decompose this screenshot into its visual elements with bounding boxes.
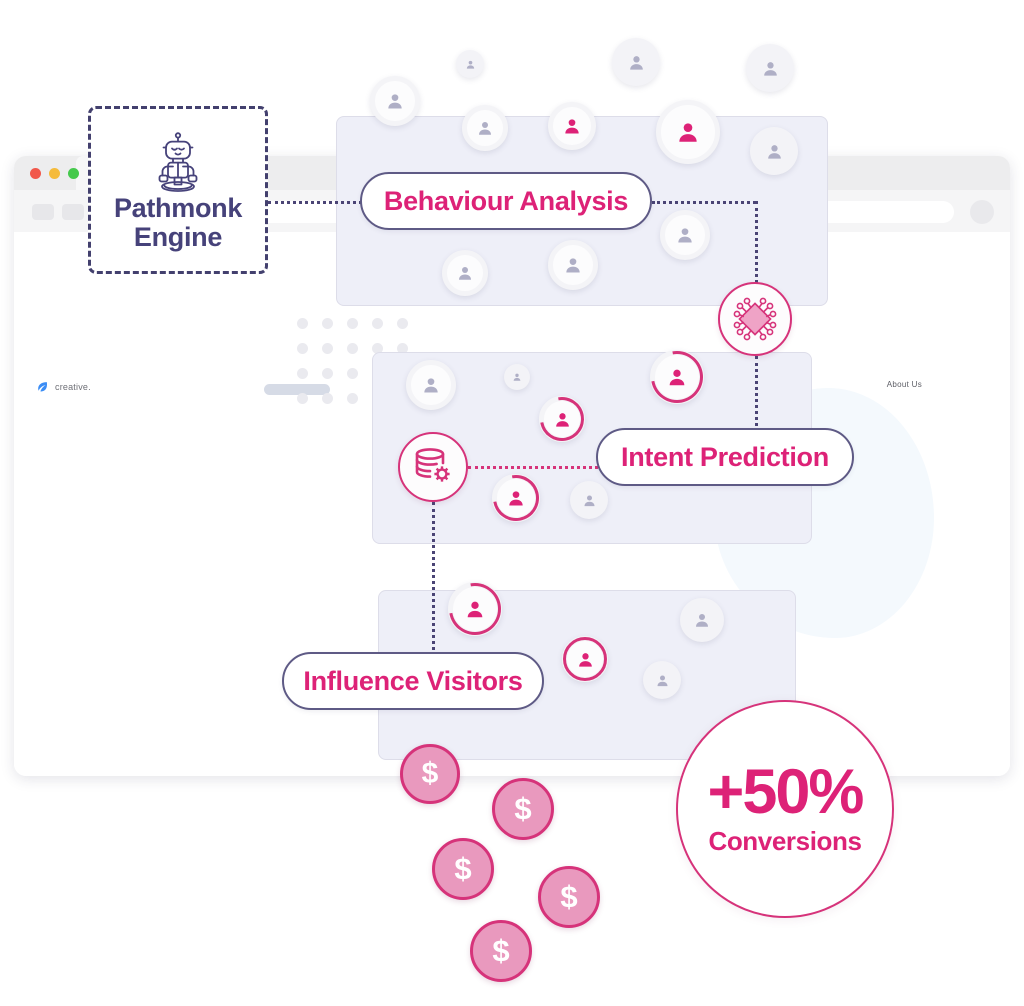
visitor-avatar-inactive	[462, 105, 508, 151]
window-traffic-lights	[30, 168, 79, 179]
conversions-badge-value: +50%	[707, 757, 865, 827]
website-logo[interactable]: creative.	[36, 380, 91, 393]
pathmonk-engine-card: Pathmonk Engine	[88, 106, 268, 274]
person-icon	[629, 55, 643, 70]
person-icon	[763, 61, 777, 76]
visitor-avatar-active	[438, 572, 512, 646]
close-window-icon[interactable]	[30, 168, 41, 179]
person-icon	[479, 122, 491, 135]
connector-database-to-intent	[468, 466, 598, 469]
person-icon	[696, 614, 708, 627]
person-icon	[565, 119, 579, 134]
minimize-window-icon[interactable]	[49, 168, 60, 179]
visitor-avatar-inactive	[660, 210, 710, 260]
visitor-avatar-active	[656, 100, 720, 164]
maximize-window-icon[interactable]	[68, 168, 79, 179]
engine-title: Pathmonk Engine	[113, 192, 243, 252]
conversions-badge-label: Conversions	[708, 826, 862, 856]
person-icon	[509, 491, 523, 506]
website-nav-about-us[interactable]: About Us	[886, 380, 922, 389]
visitor-avatar-active	[562, 636, 608, 682]
visitor-avatar-inactive	[442, 250, 488, 296]
website-hero-placeholder	[264, 384, 330, 395]
step-label-behaviour-analysis[interactable]: Behaviour Analysis	[360, 172, 652, 230]
visitor-avatar-inactive	[570, 481, 608, 519]
person-icon	[388, 94, 402, 109]
visitor-avatar-active	[640, 340, 714, 414]
leaf-icon	[38, 382, 48, 392]
person-icon	[555, 412, 569, 427]
visitor-avatar-inactive	[612, 38, 660, 86]
visitor-avatar-active	[531, 388, 593, 450]
step-label-influence-visitors[interactable]: Influence Visitors	[282, 652, 544, 710]
visitor-avatar-inactive	[680, 598, 724, 642]
person-icon	[657, 675, 667, 686]
profile-avatar[interactable]	[970, 200, 994, 224]
person-icon	[678, 228, 692, 243]
coin-icon: $	[432, 838, 494, 900]
database-node	[398, 432, 468, 502]
meditating-robot-icon	[158, 132, 198, 192]
coin-icon: $	[470, 920, 532, 982]
person-icon	[566, 258, 580, 273]
step-label-intent-prediction[interactable]: Intent Prediction	[596, 428, 854, 486]
connector-engine-to-behaviour	[268, 201, 362, 204]
ai-chip-node	[718, 282, 792, 356]
person-icon	[584, 495, 594, 506]
person-icon	[424, 378, 438, 393]
connector-behaviour-down	[755, 201, 758, 283]
visitor-avatar-active	[483, 465, 549, 531]
person-icon	[513, 373, 521, 381]
engine-title-line2: Engine	[133, 222, 223, 252]
visitor-avatar-inactive	[370, 76, 420, 126]
person-icon	[669, 369, 685, 386]
connector-behaviour-to-chip	[652, 201, 756, 204]
visitor-avatar-inactive	[746, 44, 794, 92]
visitor-avatar-inactive	[456, 50, 484, 78]
database-gear-icon	[415, 448, 450, 482]
coin-icon: $	[400, 744, 460, 804]
visitor-avatar-inactive	[548, 240, 598, 290]
coin-icon: $	[538, 866, 600, 928]
person-icon	[466, 60, 474, 69]
avatar-progress-ring	[563, 637, 607, 681]
toolbar-button-back[interactable]	[32, 204, 54, 220]
connector-chip-to-intent	[755, 356, 758, 456]
engine-title-line1: Pathmonk	[113, 192, 243, 223]
visitor-avatar-inactive	[406, 360, 456, 410]
website-logo-text: creative.	[55, 381, 91, 392]
ai-chip-icon	[733, 297, 777, 341]
person-icon	[467, 601, 483, 618]
visitor-avatar-inactive	[504, 364, 530, 390]
visitor-avatar-inactive	[750, 127, 798, 175]
connector-database-to-influence	[432, 502, 435, 680]
visitor-avatar-inactive	[643, 661, 681, 699]
person-icon	[679, 123, 697, 142]
toolbar-button-forward[interactable]	[62, 204, 84, 220]
person-icon	[459, 267, 471, 280]
person-icon	[767, 144, 781, 159]
conversions-badge: +50% Conversions	[676, 700, 894, 918]
visitor-avatar-active	[548, 102, 596, 150]
coin-icon: $	[492, 778, 554, 840]
